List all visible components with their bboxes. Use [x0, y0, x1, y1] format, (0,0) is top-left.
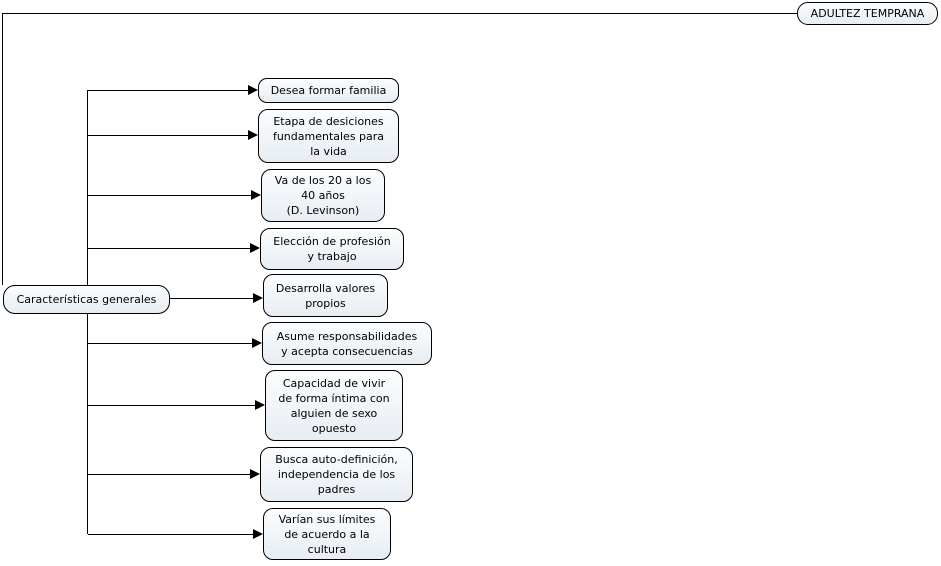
- node-label: Varían sus límites de acuerdo a la cultu…: [278, 512, 376, 556]
- node-desarrolla-valores-propios[interactable]: Desarrolla valores propios: [263, 274, 388, 317]
- branch-line-6: [87, 343, 252, 344]
- branch-line-4: [87, 248, 250, 249]
- branch-line-8: [87, 474, 250, 475]
- connector-left-line: [2, 13, 3, 285]
- branch-line-2: [87, 135, 248, 136]
- branch-line-1: [87, 90, 248, 91]
- arrowhead-icon: [253, 529, 263, 539]
- arrowhead-icon: [252, 338, 262, 348]
- node-asume-responsabilidades[interactable]: Asume responsabilidades y acepta consecu…: [262, 322, 432, 365]
- node-label: Capacidad de vivir de forma íntima con a…: [278, 376, 390, 435]
- node-label: Desea formar familia: [270, 84, 387, 97]
- branch-line-7: [87, 405, 255, 406]
- node-etapa-de-desiciones[interactable]: Etapa de desiciones fundamentales para l…: [258, 109, 399, 163]
- node-va-de-los-20-a-los-40[interactable]: Va de los 20 a los 40 años (D. Levinson): [261, 169, 385, 222]
- node-label: Va de los 20 a los 40 años (D. Levinson): [274, 174, 372, 217]
- node-busca-auto-definicion[interactable]: Busca auto-definición, independencia de …: [260, 447, 413, 502]
- node-label: ADULTEZ TEMPRANA: [810, 7, 925, 20]
- arrowhead-icon: [248, 85, 258, 95]
- node-label: Características generales: [16, 293, 157, 306]
- node-eleccion-de-profesion[interactable]: Elección de profesión y trabajo: [260, 228, 404, 270]
- arrowhead-icon: [253, 293, 263, 303]
- node-label: Elección de profesión y trabajo: [273, 235, 391, 263]
- arrowhead-icon: [255, 400, 265, 410]
- branch-line-5: [170, 298, 253, 299]
- branch-line-3: [87, 195, 251, 196]
- node-label: Desarrolla valores propios: [275, 281, 376, 310]
- node-label: Asume responsabilidades y acepta consecu…: [276, 329, 418, 358]
- node-label: Etapa de desiciones fundamentales para l…: [272, 114, 385, 158]
- arrowhead-icon: [251, 190, 261, 200]
- arrowhead-icon: [250, 469, 260, 479]
- arrowhead-icon: [250, 243, 260, 253]
- branch-line-9: [88, 534, 253, 535]
- node-varian-sus-limites[interactable]: Varían sus límites de acuerdo a la cultu…: [263, 508, 391, 560]
- node-desea-formar-familia[interactable]: Desea formar familia: [258, 78, 399, 103]
- node-adultez-temprana[interactable]: ADULTEZ TEMPRANA: [797, 2, 938, 25]
- node-label: Busca auto-definición, independencia de …: [275, 453, 398, 496]
- connector-root-line: [2, 13, 797, 14]
- node-capacidad-de-vivir[interactable]: Capacidad de vivir de forma íntima con a…: [265, 370, 403, 441]
- arrowhead-icon: [248, 130, 258, 140]
- node-caracteristicas-generales[interactable]: Características generales: [3, 285, 170, 314]
